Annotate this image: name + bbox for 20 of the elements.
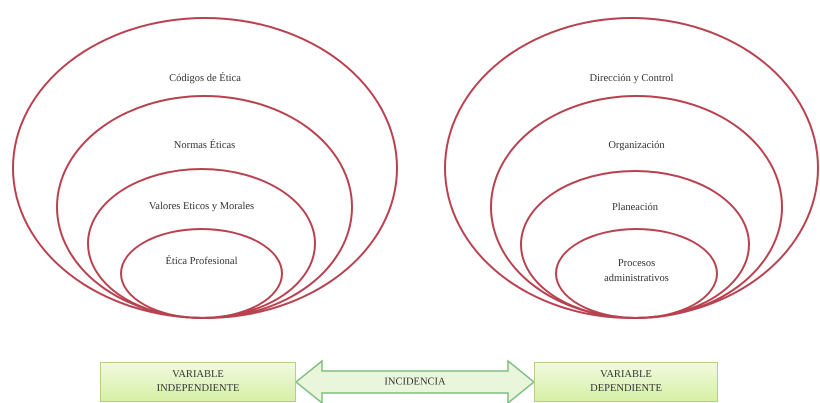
variable-box: VARIABLE INDEPENDIENTE [100, 362, 296, 402]
ellipse-label: Organización [607, 139, 666, 153]
nested-ellipse [444, 17, 819, 319]
nested-ellipse [555, 228, 718, 319]
ellipse-label: Normas Éticas [172, 138, 236, 153]
nested-ellipse [520, 170, 750, 319]
nested-ellipse [87, 168, 316, 319]
nested-ellipse [120, 228, 283, 319]
nested-ellipse [12, 17, 398, 319]
ellipse-label: Ética Profesional [164, 254, 239, 269]
double-block-arrow [294, 359, 536, 403]
ellipse-label: Dirección y Control [588, 72, 674, 86]
nested-ellipse [56, 95, 353, 319]
nested-ellipse [490, 95, 783, 319]
ellipse-label: Planeación [610, 201, 660, 215]
ellipse-label: Códigos de Ética [168, 71, 242, 86]
variable-box: VARIABLE DEPENDIENTE [534, 362, 718, 402]
edge-label: INCIDENCIA [384, 376, 446, 388]
ellipse-label: Procesos administrativos [603, 257, 670, 286]
ellipse-label: Valores Eticos y Morales [148, 200, 256, 214]
